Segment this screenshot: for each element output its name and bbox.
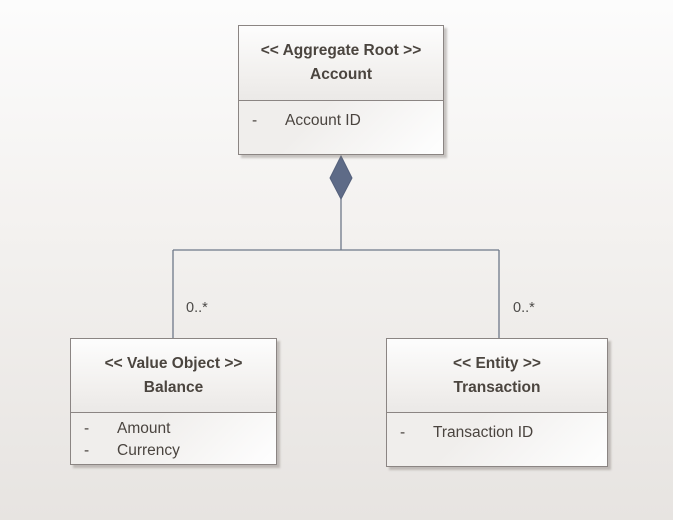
- attribute-visibility: -: [84, 420, 90, 437]
- attribute-name: Currency: [117, 442, 180, 459]
- attribute-row: - Currency: [71, 440, 276, 462]
- class-box-account[interactable]: << Aggregate Root >> Account - Account I…: [238, 25, 444, 155]
- composition-connector-lines[interactable]: [172, 199, 500, 338]
- class-stereotype: << Value Object >>: [104, 354, 243, 372]
- attribute-visibility: -: [252, 112, 258, 129]
- class-attributes: - Account ID: [239, 101, 443, 154]
- class-box-balance[interactable]: << Value Object >> Balance - Amount - Cu…: [70, 338, 277, 465]
- attribute-name: Account ID: [285, 112, 361, 129]
- attribute-row: - Account ID: [239, 110, 443, 132]
- attribute-visibility: -: [84, 442, 90, 459]
- attribute-row: - Transaction ID: [387, 422, 607, 444]
- attribute-visibility: -: [400, 424, 406, 441]
- class-header: << Aggregate Root >> Account: [239, 26, 443, 101]
- multiplicity-label-balance: 0..*: [186, 300, 208, 316]
- composition-diamond-icon[interactable]: [329, 154, 353, 201]
- multiplicity-label-transaction: 0..*: [513, 300, 535, 316]
- class-attributes: - Amount - Currency: [71, 413, 276, 464]
- class-name: Account: [310, 66, 372, 83]
- attribute-row: - Amount: [71, 418, 276, 440]
- class-header: << Entity >> Transaction: [387, 339, 607, 413]
- class-attributes: - Transaction ID: [387, 413, 607, 466]
- class-box-transaction[interactable]: << Entity >> Transaction - Transaction I…: [386, 338, 608, 467]
- attribute-name: Transaction ID: [433, 424, 534, 441]
- class-name: Transaction: [453, 378, 541, 396]
- attribute-name: Amount: [117, 420, 171, 437]
- class-header: << Value Object >> Balance: [71, 339, 276, 413]
- class-stereotype: << Entity >>: [453, 354, 541, 372]
- class-name: Balance: [143, 378, 204, 396]
- class-stereotype: << Aggregate Root >>: [260, 42, 422, 59]
